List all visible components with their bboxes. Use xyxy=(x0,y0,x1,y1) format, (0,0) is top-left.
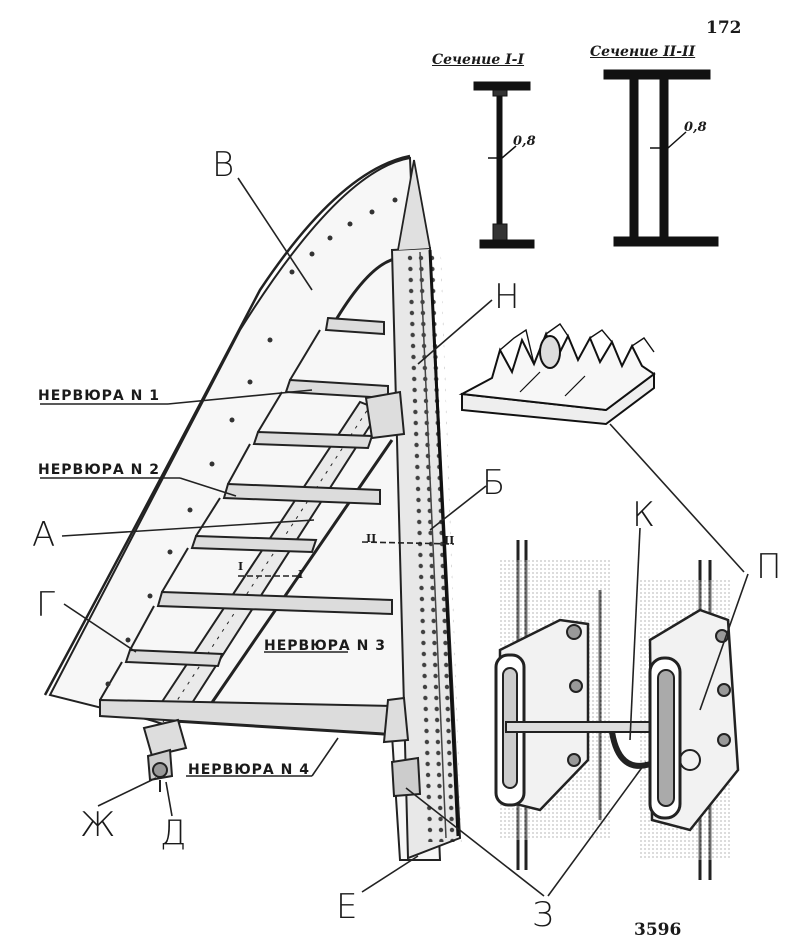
part-label-n: Н xyxy=(494,277,520,317)
footer-code: 3596 xyxy=(634,920,682,940)
part-label-b: Б xyxy=(482,463,506,503)
part-label-zh: Ж xyxy=(80,805,116,845)
section-two-title: Сечение II-II xyxy=(590,44,696,60)
part-label-g: Г xyxy=(36,585,55,625)
section-two-thickness: 0,8 xyxy=(684,120,707,135)
section-one-thickness: 0,8 xyxy=(513,134,536,149)
ribs xyxy=(99,316,393,736)
part-label-d: Д xyxy=(160,813,187,853)
corrugated-sheet xyxy=(458,323,656,426)
section-mark-ii-left: II xyxy=(366,532,377,545)
section-one-ibeam xyxy=(473,81,535,249)
part-label-a: А xyxy=(32,515,56,555)
rib-label-2: НЕРВЮРА N 2 xyxy=(38,462,160,478)
rib-label-3: НЕРВЮРА N 3 xyxy=(264,638,386,654)
leader-lines xyxy=(40,177,749,897)
hinge-detail xyxy=(494,540,740,880)
part-label-e: Е xyxy=(336,887,358,927)
rib-label-4: НЕРВЮРА N 4 xyxy=(188,762,310,778)
section-one-title: Сечение I-I xyxy=(432,52,525,68)
part-label-z: З xyxy=(532,895,554,935)
section-mark-i-right: I xyxy=(298,568,304,581)
section-mark-i-left: I xyxy=(238,560,244,573)
part-label-v: В xyxy=(212,145,235,185)
page-number: 172 xyxy=(706,18,742,38)
fin-assembly xyxy=(43,154,462,861)
rib-label-1: НЕРВЮРА N 1 xyxy=(38,388,160,404)
section-mark-ii-right: II xyxy=(444,534,455,547)
part-label-p: П xyxy=(756,547,782,587)
section-two-hbeam xyxy=(603,69,719,247)
part-label-k: К xyxy=(632,495,655,535)
